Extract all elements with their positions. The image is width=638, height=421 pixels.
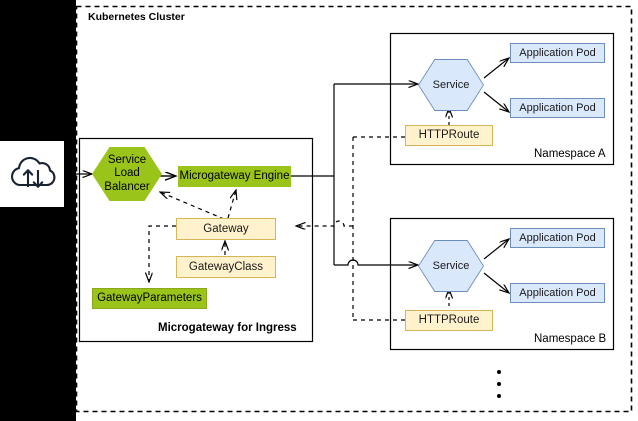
edge-gateway-to-engine [227, 190, 236, 219]
application-pod-b1[interactable]: Application Pod [510, 228, 605, 248]
microgateway-boundary [78, 137, 314, 343]
gateway-node[interactable]: Gateway [176, 218, 276, 240]
lb-line-1: Service [107, 154, 147, 167]
edge-service-b-to-pod-b2 [483, 272, 509, 293]
cluster-title: Kubernetes Cluster [88, 11, 185, 23]
gatewayclass-node[interactable]: GatewayClass [176, 256, 276, 278]
namespace-a-label: Namespace A [534, 148, 606, 160]
service-a-label: Service [419, 60, 483, 110]
application-pod-a1[interactable]: Application Pod [510, 43, 605, 63]
httproute-a-node[interactable]: HTTPRoute [405, 125, 493, 146]
edge-service-b-to-pod-b1 [483, 239, 509, 260]
microgateway-label: Microgateway for Ingress [158, 322, 297, 334]
namespace-a-boundary [389, 32, 615, 166]
application-pod-b2[interactable]: Application Pod [510, 283, 605, 303]
external-traffic-band [0, 0, 76, 421]
lb-line-3: Balancer [104, 180, 150, 193]
service-b-label: Service [419, 241, 483, 291]
edge-gateway-to-params [149, 225, 176, 282]
namespace-b-label: Namespace B [534, 333, 607, 345]
cloud-tile [0, 141, 64, 207]
microgateway-engine-node[interactable]: Microgateway Engine [178, 166, 291, 187]
edge-trunk-to-service-b [334, 259, 418, 265]
cluster-boundary [75, 5, 633, 413]
namespace-b-boundary [389, 217, 615, 351]
lb-line-2: Load [114, 167, 140, 180]
httproute-b-node[interactable]: HTTPRoute [405, 310, 493, 331]
service-load-balancer-shape: Service Load Balancer [92, 147, 162, 201]
cloud-upload-download-icon [10, 157, 56, 188]
service-b-shape: Service [418, 240, 484, 292]
service-b-node[interactable]: Service [418, 240, 484, 292]
service-load-balancer-node[interactable]: Service Load Balancer [92, 147, 162, 201]
service-a-node[interactable]: Service [418, 59, 484, 111]
edge-gateway-to-lb [160, 192, 225, 220]
edge-service-a-to-pod-a2 [483, 91, 509, 112]
application-pod-a2[interactable]: Application Pod [510, 98, 605, 118]
edge-service-a-to-pod-a1 [483, 58, 509, 79]
gatewayparameters-node[interactable]: GatewayParameters [92, 288, 207, 309]
service-a-shape: Service [418, 59, 484, 111]
edge-dashed-to-gateway [296, 220, 353, 226]
